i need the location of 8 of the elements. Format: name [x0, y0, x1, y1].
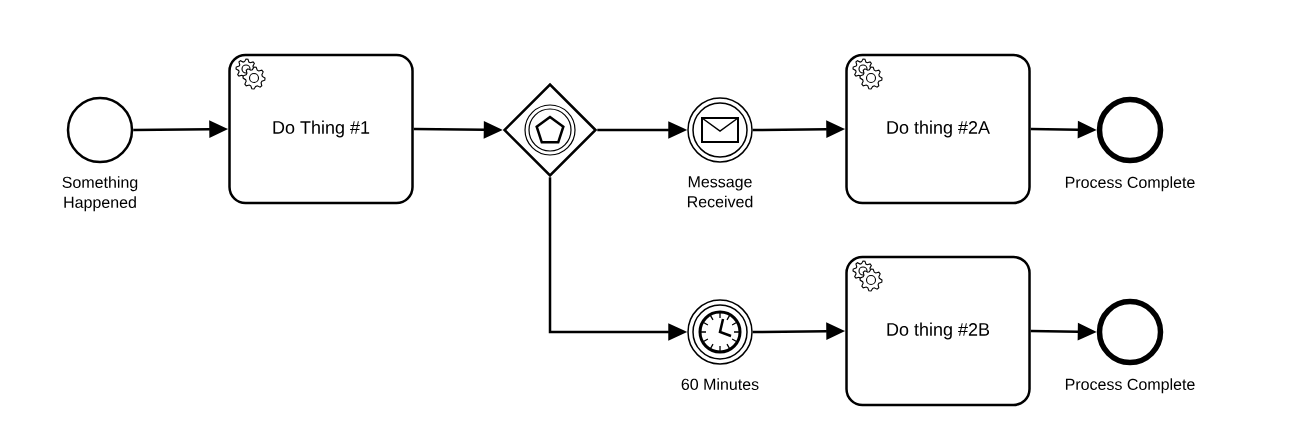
task-box: Do thing #2B — [845, 255, 1031, 407]
task-box: Do thing #2A — [845, 53, 1031, 205]
task-box: Do Thing #1 — [228, 53, 414, 205]
event-label: Process Complete — [1065, 378, 1195, 394]
event-label: Message Received — [688, 176, 753, 208]
event-label: Something Happened — [62, 176, 138, 212]
event-label: Process Complete — [1065, 176, 1195, 192]
event-label: 60 Minutes — [681, 378, 759, 390]
